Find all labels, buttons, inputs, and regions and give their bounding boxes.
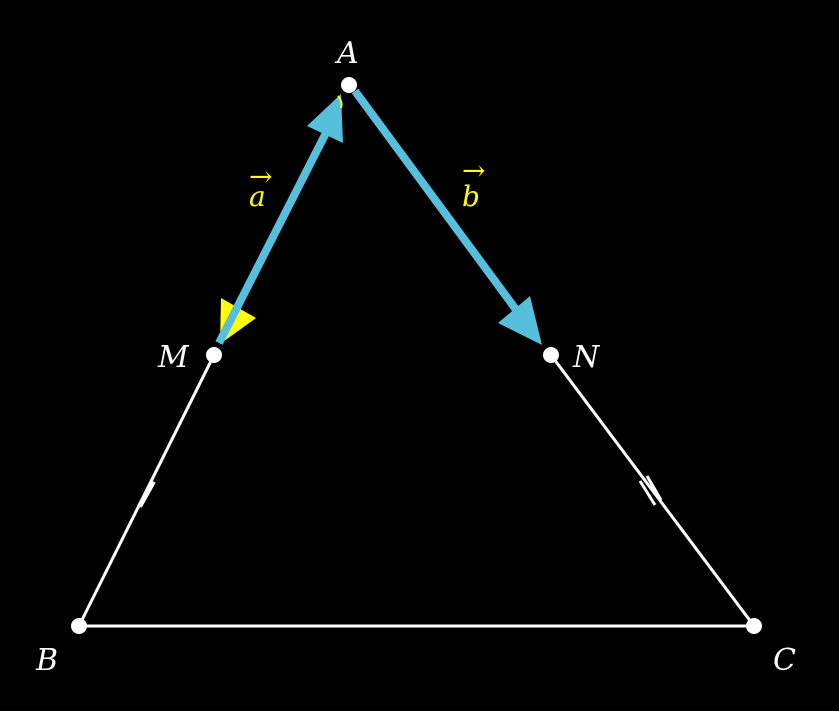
label-c: C xyxy=(773,643,796,678)
vector-b-arrow-glyph: → xyxy=(462,154,485,187)
tick-mark-nc-2 xyxy=(638,480,657,506)
label-n: N xyxy=(572,340,601,375)
tick-mark-nc-1 xyxy=(645,475,663,501)
tick-mark-mb xyxy=(137,480,156,508)
point-a xyxy=(341,77,357,93)
vector-a-letter: a xyxy=(249,180,266,213)
vector-b-arrowhead xyxy=(498,296,542,345)
label-m: M xyxy=(157,340,190,375)
point-n xyxy=(543,347,559,363)
vector-b-letter: b xyxy=(462,180,480,213)
vector-a-arrow-glyph: → xyxy=(249,160,272,193)
point-b xyxy=(71,618,87,634)
point-m xyxy=(206,347,222,363)
vector-b-label: → b xyxy=(462,154,485,213)
tick-marks-nc xyxy=(638,475,663,506)
angle-marker-a xyxy=(337,95,343,109)
label-a: A xyxy=(334,36,359,71)
angle-marker-m xyxy=(220,298,256,344)
segment-nc xyxy=(549,354,756,627)
vector-a-shaft xyxy=(215,123,334,345)
vector-b-shaft xyxy=(351,88,524,318)
vector-a-arrowhead xyxy=(307,94,343,143)
point-c xyxy=(746,618,762,634)
vector-a-label: → a xyxy=(249,160,272,213)
label-b: B xyxy=(35,643,58,678)
